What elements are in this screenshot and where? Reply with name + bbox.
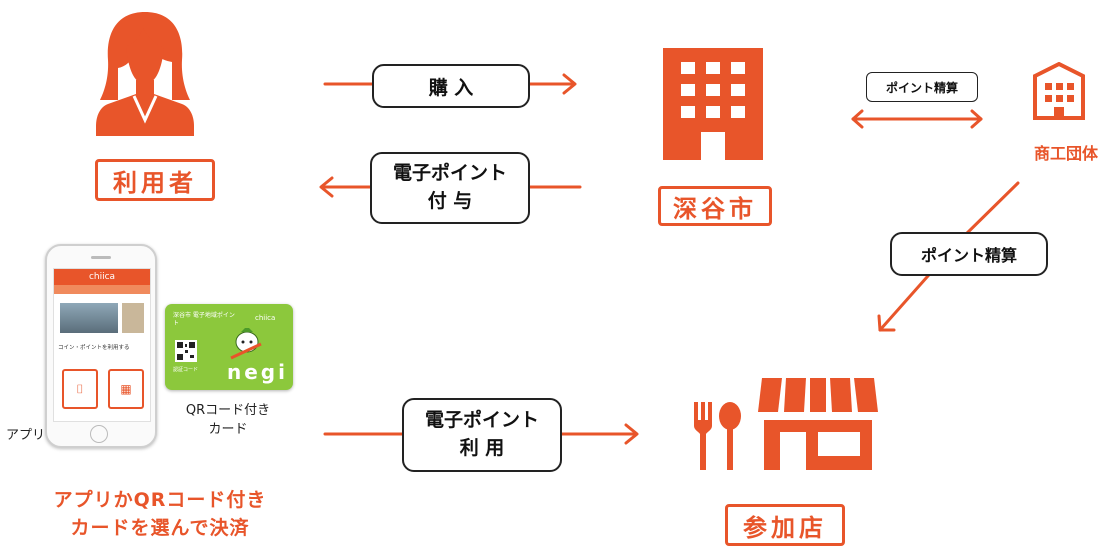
card-qr-label: 認証コード — [173, 367, 199, 373]
purchase-box: 購 入 — [372, 64, 530, 108]
user-person-icon — [96, 12, 194, 136]
card-mascot-icon — [230, 328, 262, 360]
app-caption: アプリ — [6, 428, 46, 443]
store-label: 参加店 — [743, 513, 827, 542]
payment-note-line1: アプリかQRコード付き — [53, 489, 267, 511]
smartphone: chiica コイン・ポイントを利用する ⌷ ▦ — [45, 244, 157, 448]
settle-top-label: ポイント精算 — [885, 80, 958, 95]
settle-top-arrow-head-left — [851, 109, 864, 129]
chamber-building-icon — [1033, 62, 1085, 120]
phone-screen: chiica コイン・ポイントを利用する ⌷ ▦ — [53, 268, 151, 422]
user-label-tag: 利用者 — [95, 159, 215, 201]
app-coin-row-label: コイン・ポイントを利用する — [58, 345, 130, 351]
settle-diag-box: ポイント精算 — [890, 232, 1048, 276]
grant-arrow-head — [319, 176, 334, 198]
app-header: chiica — [54, 269, 150, 285]
chamber-label: 商工団体 — [1033, 144, 1098, 163]
store-icon — [758, 378, 878, 470]
app-subheader — [54, 285, 150, 294]
app-header-label: chiica — [88, 272, 116, 282]
use-arrow-head — [624, 423, 639, 445]
store-label-tag: 参加店 — [725, 504, 845, 546]
app-coin-row: コイン・ポイントを利用する — [58, 343, 146, 351]
purchase-label: 購 入 — [428, 76, 474, 99]
card-caption-line2: カード — [208, 421, 248, 437]
use-label-line2: 利 用 — [459, 437, 505, 459]
qr-card: 深谷市 電子地域ポイント chiica 認証コード negi — [165, 304, 293, 390]
user-label: 利用者 — [113, 168, 197, 197]
settle-diag-arrow-head — [877, 314, 896, 332]
settle-diag-arrow-upper — [958, 181, 1020, 242]
app-photo — [60, 303, 118, 333]
grant-label-line1: 電子ポイント — [392, 162, 507, 185]
settle-top-arrow-head-right — [970, 109, 983, 129]
app-scan-button: ⌷ — [62, 369, 98, 409]
city-label: 深谷市 — [673, 194, 757, 223]
card-qr-code — [175, 340, 197, 362]
payment-note-line2: カードを選んで決済 — [70, 516, 250, 539]
card-title: 深谷市 電子地域ポイント — [173, 312, 235, 327]
settle-diag-arrow-lower — [878, 266, 937, 332]
phone-home-button — [90, 425, 108, 443]
card-word: negi — [227, 360, 288, 384]
payment-note: アプリかQRコード付き カードを選んで決済 — [25, 487, 295, 542]
card-caption-line1: QRコード付き — [185, 403, 271, 418]
city-label-tag: 深谷市 — [658, 186, 772, 226]
use-box: 電子ポイント 利 用 — [402, 398, 562, 472]
app-pay-button: ▦ — [108, 369, 144, 409]
purchase-arrow-head — [562, 73, 577, 95]
app-photo-2 — [122, 303, 144, 333]
card-caption: QRコード付き カード — [176, 402, 280, 440]
settle-diag-label: ポイント精算 — [920, 246, 1017, 265]
phone-speaker — [91, 256, 111, 259]
grant-box: 電子ポイント 付 与 — [370, 152, 530, 224]
card-brand: chiica — [255, 314, 276, 322]
fork-spoon-icon — [694, 402, 741, 470]
use-label-line1: 電子ポイント — [424, 409, 539, 432]
grant-label-line2: 付 与 — [427, 190, 473, 212]
city-building-icon — [663, 48, 763, 160]
settle-top-box: ポイント精算 — [866, 72, 978, 102]
